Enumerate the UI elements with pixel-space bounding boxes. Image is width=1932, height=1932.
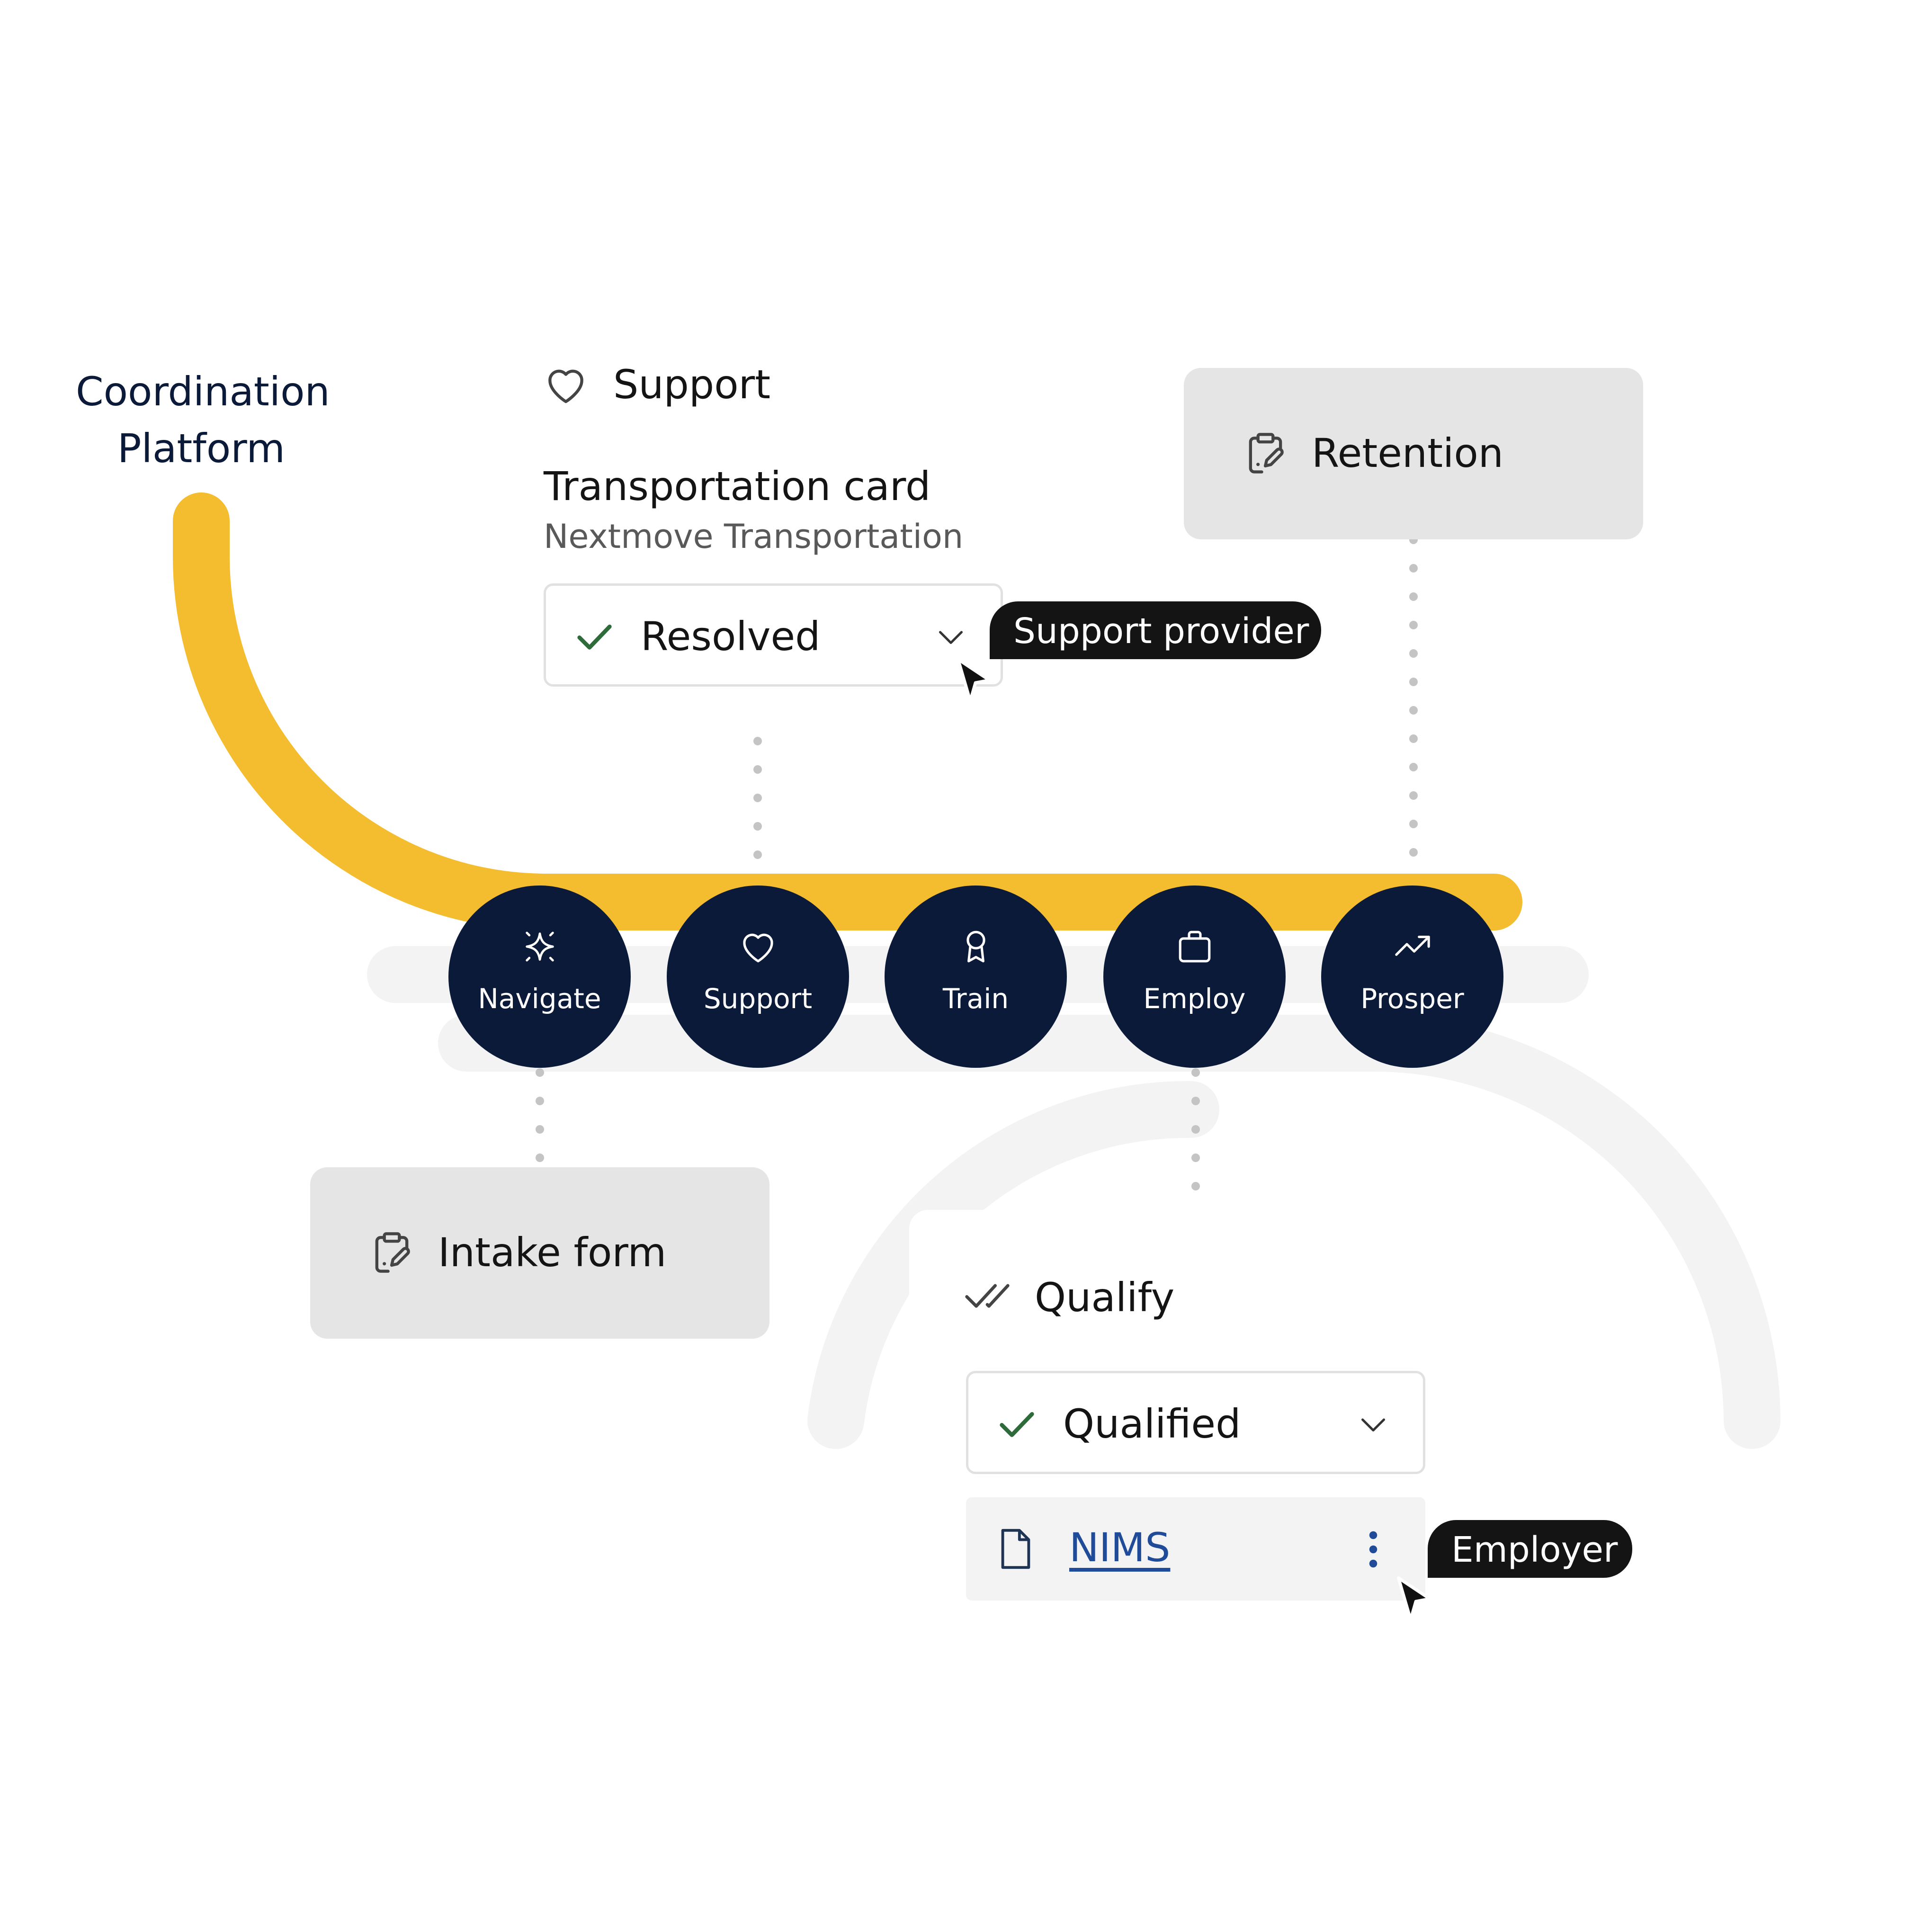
check-icon	[1000, 1412, 1034, 1437]
stage-prosper[interactable]: Prosper	[1321, 886, 1503, 1068]
document-row[interactable]: NIMS	[966, 1497, 1425, 1601]
qualified-status-dropdown[interactable]: Qualified	[966, 1371, 1425, 1474]
intake-form-card-label: Intake form	[438, 1229, 667, 1276]
resolved-status-dropdown[interactable]: Resolved	[544, 583, 1003, 687]
briefcase-icon	[1179, 930, 1211, 963]
employer-tooltip: Employer	[1428, 1520, 1632, 1578]
platform-title-line2: Platform	[117, 425, 286, 472]
file-icon	[1001, 1529, 1030, 1569]
chevron-down-icon[interactable]	[1357, 1410, 1390, 1439]
stage-prosper-label: Prosper	[1360, 983, 1464, 1015]
cursor-arrow-icon	[1397, 1576, 1431, 1621]
employer-tooltip-text: Employer	[1451, 1530, 1618, 1570]
resolved-status-value: Resolved	[641, 613, 821, 660]
stage-employ[interactable]: Employ	[1103, 886, 1286, 1068]
intake-form-card[interactable]: Intake form	[310, 1167, 769, 1339]
double-check-icon	[965, 1284, 1010, 1308]
stage-navigate[interactable]: Navigate	[448, 886, 631, 1068]
stage-employ-label: Employ	[1143, 983, 1246, 1015]
stage-train-label: Train	[942, 983, 1009, 1015]
retention-card[interactable]: Retention	[1184, 368, 1643, 539]
stage-train[interactable]: Train	[885, 886, 1067, 1068]
trending-up-icon	[1395, 935, 1430, 956]
transport-card-provider: Nextmove Transportation	[544, 517, 964, 556]
heart-icon	[548, 369, 583, 403]
clipboard-edit-icon	[375, 1232, 410, 1273]
check-icon	[577, 625, 612, 650]
more-vertical-icon[interactable]	[1366, 1528, 1380, 1571]
stage-navigate-label: Navigate	[478, 983, 601, 1015]
qualified-status-value: Qualified	[1063, 1401, 1241, 1447]
stage-support[interactable]: Support	[667, 886, 849, 1068]
stage-support-label: Support	[703, 983, 813, 1015]
retention-card-label: Retention	[1312, 430, 1504, 476]
support-section-header: Support	[613, 361, 771, 408]
document-link[interactable]: NIMS	[1069, 1524, 1171, 1571]
support-provider-tooltip-text: Support provider	[1013, 611, 1309, 652]
platform-title-line1: Coordination	[76, 368, 330, 415]
grey-arc-inner	[807, 1081, 1219, 1449]
sparkle-icon	[526, 931, 554, 962]
chevron-down-icon[interactable]	[934, 623, 967, 651]
cursor-arrow-icon	[957, 658, 991, 703]
award-ribbon-icon	[966, 930, 985, 963]
heart-icon	[743, 933, 773, 963]
transport-card-title: Transportation card	[544, 463, 931, 510]
clipboard-edit-icon	[1249, 433, 1284, 474]
yellow-track	[172, 492, 1522, 930]
grey-arc-outer	[1342, 1014, 1780, 1449]
qualify-section-header: Qualify	[1035, 1274, 1175, 1321]
support-provider-tooltip: Support provider	[990, 601, 1321, 659]
